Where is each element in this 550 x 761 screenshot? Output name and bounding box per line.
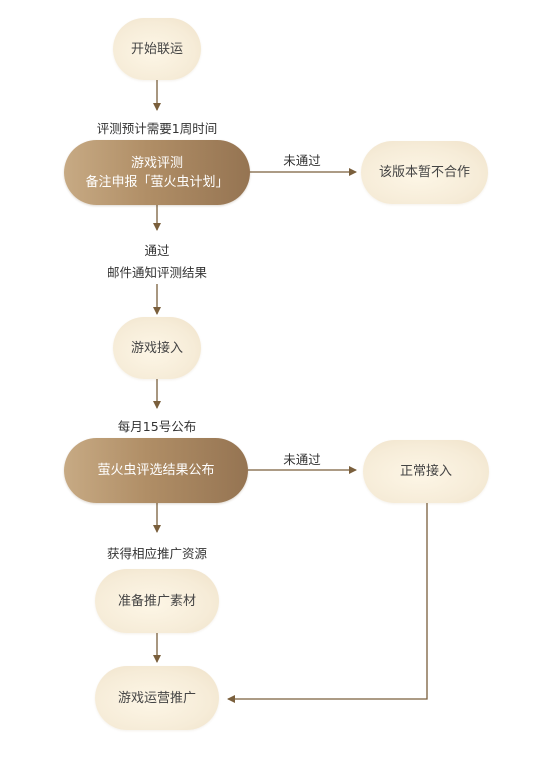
- label-fail-1: 未通过: [283, 153, 321, 168]
- node-start: 开始联运: [113, 18, 201, 80]
- node-promote-text: 游戏运营推广: [117, 690, 196, 706]
- label-notify: 邮件通知评测结果: [106, 265, 207, 280]
- node-firefly: 萤火虫评选结果公布: [64, 438, 248, 503]
- label-pass: 通过: [144, 243, 170, 258]
- node-review-line2: 备注申报「萤火虫计划」: [85, 174, 229, 190]
- node-prepare-text: 准备推广素材: [117, 593, 196, 609]
- node-normal: 正常接入: [363, 440, 489, 503]
- node-review-line1: 游戏评测: [130, 155, 183, 171]
- label-monthly: 每月15号公布: [117, 419, 197, 434]
- label-fail-2: 未通过: [283, 452, 321, 467]
- node-firefly-text: 萤火虫评选结果公布: [97, 463, 215, 478]
- node-normal-text: 正常接入: [399, 464, 452, 479]
- node-integrate-text: 游戏接入: [130, 340, 183, 356]
- node-prepare: 准备推广素材: [95, 569, 219, 633]
- node-start-text: 开始联运: [130, 41, 183, 57]
- node-reject: 该版本暂不合作: [361, 141, 488, 204]
- node-review: 游戏评测 备注申报「萤火虫计划」: [64, 140, 250, 205]
- node-promote: 游戏运营推广: [95, 666, 219, 730]
- arrow-normal-to-promote: [227, 503, 428, 703]
- label-review-time: 评测预计需要1周时间: [96, 121, 218, 136]
- label-resource: 获得相应推广资源: [106, 546, 207, 561]
- node-integrate: 游戏接入: [113, 317, 201, 379]
- node-reject-text: 该版本暂不合作: [378, 165, 470, 180]
